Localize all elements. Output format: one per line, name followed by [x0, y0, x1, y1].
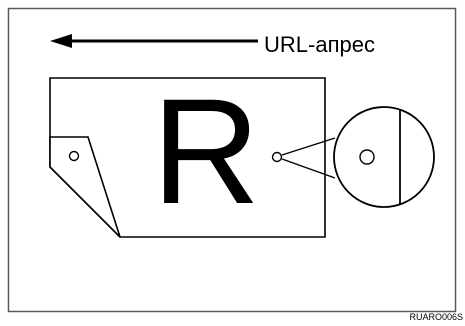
magnifier-pointer-lower — [281, 158, 336, 179]
magnifier-circle — [333, 106, 435, 208]
page-letter: R — [152, 67, 260, 235]
arrow-label: URL-апрес — [264, 32, 375, 57]
folded-corner-flap — [49, 136, 121, 238]
magnified-hole-mark — [359, 149, 375, 165]
magnifier-pointer-upper — [281, 137, 336, 156]
direction-arrow — [50, 34, 258, 48]
direction-arrow-head — [50, 34, 72, 48]
edge-hole-mark — [271, 151, 283, 163]
figure-code: RUARO006S — [409, 312, 463, 321]
paper-sheet — [49, 77, 326, 238]
flap-hole-mark — [68, 150, 80, 162]
magnified-detail — [281, 106, 435, 208]
